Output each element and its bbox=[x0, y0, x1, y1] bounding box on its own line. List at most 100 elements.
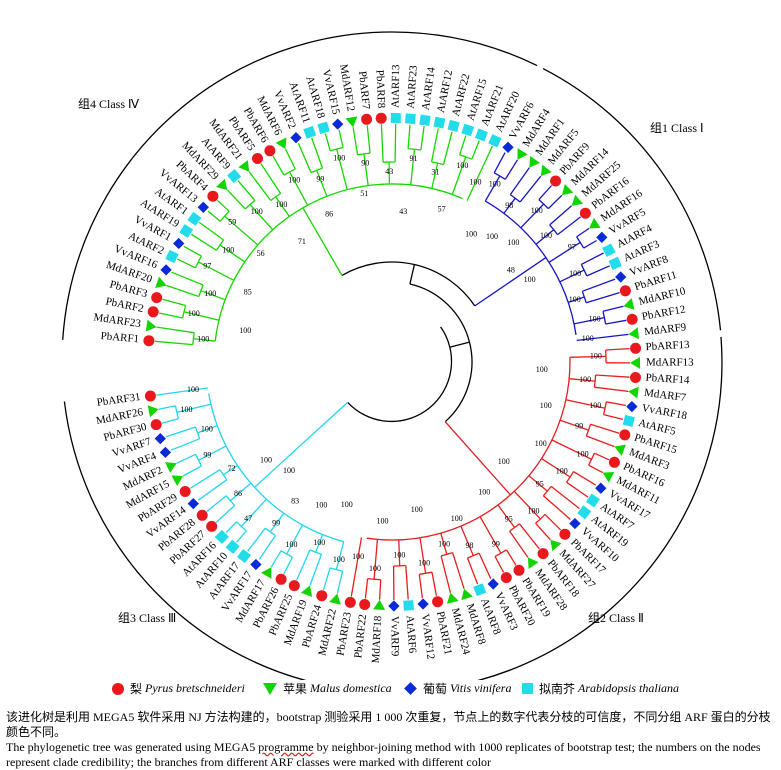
tree-branch bbox=[557, 216, 581, 236]
bootstrap-value: 100 bbox=[507, 238, 519, 247]
bootstrap-value: 57 bbox=[438, 205, 446, 214]
bootstrap-value: 100 bbox=[470, 177, 482, 186]
pyrus-circle-icon bbox=[550, 175, 562, 187]
pyrus-circle-icon bbox=[288, 580, 300, 592]
bootstrap-value: 95 bbox=[505, 514, 513, 523]
arabidopsis-square-icon bbox=[473, 583, 487, 597]
bootstrap-value: 100 bbox=[352, 552, 364, 561]
arabidopsis-square-icon bbox=[622, 414, 635, 427]
leaf-label: PbARF7 bbox=[356, 70, 372, 110]
bootstrap-value: 100 bbox=[528, 507, 540, 516]
malus-triangle-icon bbox=[275, 137, 287, 150]
tree-branch bbox=[420, 126, 425, 151]
tree-branch bbox=[158, 405, 176, 410]
arabidopsis-square-icon bbox=[608, 256, 622, 270]
bootstrap-value: 100 bbox=[524, 275, 536, 284]
tree-branch bbox=[418, 574, 424, 599]
tree-branch bbox=[189, 469, 221, 489]
tree-branch bbox=[373, 539, 379, 580]
tree-branch bbox=[583, 239, 597, 249]
tree-branch bbox=[419, 537, 427, 574]
malus-triangle-icon bbox=[300, 585, 313, 597]
bootstrap-value: 100 bbox=[222, 246, 234, 255]
malus-triangle-icon bbox=[373, 599, 386, 611]
bootstrap-value: 100 bbox=[589, 401, 601, 410]
bootstrap-value: 43 bbox=[385, 167, 393, 176]
tree-branch bbox=[350, 566, 358, 597]
pyrus-circle-icon bbox=[316, 590, 328, 602]
tree-branch bbox=[585, 424, 592, 437]
bootstrap-value: 86 bbox=[325, 210, 333, 219]
malus-triangle-icon bbox=[628, 327, 640, 340]
pyrus-circle-icon bbox=[207, 190, 219, 202]
tree-branch bbox=[581, 291, 587, 303]
arabidopsis-square-icon bbox=[303, 125, 317, 139]
leaf-label: MdARF13 bbox=[646, 357, 694, 369]
tree-branch bbox=[493, 152, 506, 174]
tree-branch bbox=[467, 552, 480, 559]
tree-branch bbox=[161, 418, 179, 424]
pyrus-circle-icon bbox=[513, 564, 525, 576]
pyrus-circle-icon bbox=[252, 153, 263, 164]
arabidopsis-square-icon bbox=[405, 113, 416, 125]
tree-branch bbox=[309, 549, 322, 556]
tree-branch bbox=[606, 401, 627, 407]
tree-branch bbox=[215, 239, 225, 251]
malus-triangle-icon bbox=[345, 116, 358, 128]
tree-branch bbox=[198, 221, 224, 241]
tree-branch bbox=[215, 505, 236, 523]
tree-branch bbox=[224, 215, 259, 246]
tree-branch bbox=[195, 454, 203, 467]
tree-branch bbox=[541, 458, 571, 478]
bootstrap-value: 100 bbox=[341, 500, 353, 509]
malus-triangle-icon bbox=[630, 356, 641, 369]
tree-branch bbox=[177, 258, 196, 269]
tree-branch bbox=[330, 146, 344, 152]
pyrus-circle-icon bbox=[151, 292, 163, 304]
tree-branch bbox=[566, 481, 589, 498]
tree-branch bbox=[225, 495, 236, 506]
group-bracket bbox=[62, 31, 538, 340]
pyrus-circle-icon bbox=[432, 596, 444, 608]
tree-branch bbox=[182, 465, 202, 477]
tree-branch bbox=[544, 513, 562, 531]
leaf-label: PbARF1 bbox=[100, 330, 139, 345]
malus-triangle-icon bbox=[461, 588, 473, 601]
root-branch bbox=[409, 264, 416, 285]
tree-branch bbox=[247, 527, 266, 552]
bootstrap-value: 100 bbox=[283, 466, 295, 475]
malus-triangle-icon bbox=[165, 462, 177, 473]
tree-branch bbox=[366, 125, 371, 154]
tree-branch bbox=[197, 425, 218, 434]
arabidopsis-square-icon bbox=[474, 128, 488, 142]
tree-branch bbox=[309, 554, 323, 586]
tree-branch bbox=[576, 227, 590, 238]
pyrus-circle-icon bbox=[375, 112, 387, 124]
tree-branch bbox=[207, 210, 221, 222]
tree-branch bbox=[363, 153, 369, 186]
cyan-square-icon bbox=[522, 683, 533, 694]
tree-branch bbox=[430, 128, 439, 163]
malus-triangle-icon bbox=[527, 557, 539, 570]
bootstrap-value: 100 bbox=[456, 161, 468, 170]
tree-branch bbox=[260, 163, 282, 194]
bootstrap-value: 100 bbox=[315, 500, 327, 509]
bootstrap-value: 100 bbox=[411, 505, 423, 514]
tree-branch bbox=[335, 541, 345, 570]
red-circle-icon bbox=[112, 682, 124, 695]
vitis-diamond-icon bbox=[569, 517, 581, 530]
pyrus-circle-icon bbox=[144, 390, 156, 402]
bootstrap-value: 100 bbox=[486, 232, 498, 241]
vitis-diamond-icon bbox=[502, 141, 514, 153]
leaf-label: AtARF23 bbox=[405, 64, 420, 109]
vitis-diamond-icon bbox=[187, 497, 199, 510]
tree-branch bbox=[398, 539, 401, 566]
tree-branch bbox=[198, 261, 235, 281]
leaf-label: MdARF18 bbox=[370, 615, 385, 664]
tree-branch bbox=[451, 156, 467, 195]
tree-branch bbox=[284, 148, 296, 170]
leaf-label: PbARF13 bbox=[645, 339, 690, 353]
bootstrap-value: 100 bbox=[187, 385, 199, 394]
arabidopsis-square-icon bbox=[447, 119, 460, 133]
bootstrap-value: 100 bbox=[204, 289, 216, 298]
